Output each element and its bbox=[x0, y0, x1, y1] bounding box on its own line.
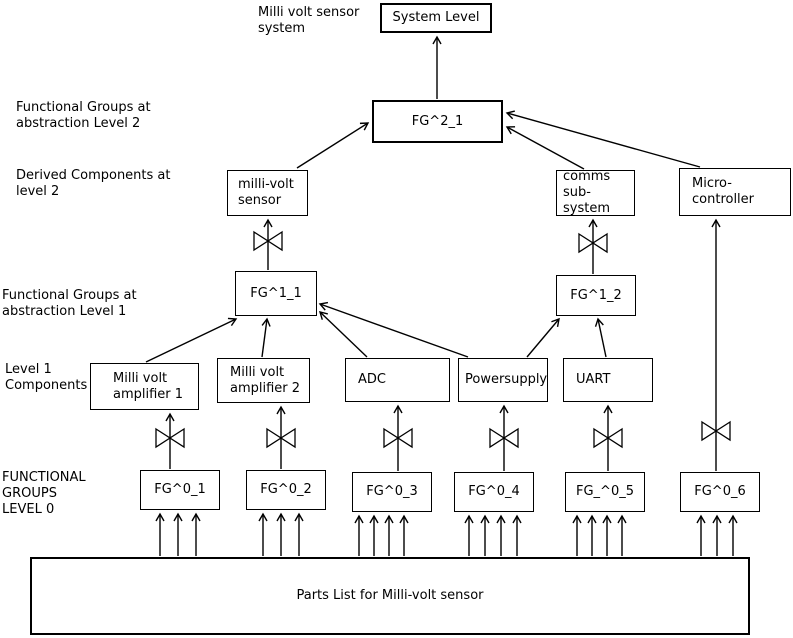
node-comms-subsystem: comms sub-system bbox=[556, 169, 635, 216]
bowtie-icon-uart bbox=[593, 427, 623, 449]
label-level1-components: Level 1 Components bbox=[5, 362, 88, 393]
bowtie-icon-micro bbox=[701, 420, 731, 442]
node-fg0-6: FG^0_6 bbox=[680, 472, 760, 512]
edge-psu-to-fg1_1 bbox=[318, 301, 469, 358]
bowtie-icon-psu bbox=[489, 427, 519, 449]
node-uart: UART bbox=[563, 358, 653, 402]
bowtie-icon-comms bbox=[578, 232, 608, 254]
node-fg1-1: FG^1_1 bbox=[235, 271, 317, 316]
bowtie-icon-amp1 bbox=[155, 427, 185, 449]
bowtie-icon-amp2 bbox=[266, 427, 296, 449]
node-parts-list: Parts List for Milli-volt sensor bbox=[30, 557, 750, 635]
node-fg1-2: FG^1_2 bbox=[556, 275, 636, 316]
edge-amp2-to-fg1_1 bbox=[261, 317, 271, 358]
node-amplifier-2: Milli volt amplifier 2 bbox=[217, 358, 310, 403]
edge-psu-to-fg1_2 bbox=[526, 317, 560, 358]
node-system-level: System Level bbox=[380, 3, 492, 33]
bowtie-icon-sensor bbox=[253, 230, 283, 252]
node-powersupply: Powersupply bbox=[458, 358, 548, 402]
edge-uart-to-fg1_2 bbox=[594, 317, 607, 358]
label-functional-groups-l2: Functional Groups at abstraction Level 2 bbox=[16, 100, 151, 131]
label-functional-groups-l1: Functional Groups at abstraction Level 1 bbox=[2, 288, 137, 319]
edge-adc-to-fg1_1 bbox=[318, 311, 368, 358]
bowtie-icon-adc bbox=[383, 427, 413, 449]
node-fg0-2: FG^0_2 bbox=[246, 470, 326, 510]
node-fg0-4: FG^0_4 bbox=[454, 472, 534, 512]
node-millivolt-sensor: milli-volt sensor bbox=[227, 170, 308, 216]
label-derived-components-l2: Derived Components at level 2 bbox=[16, 168, 171, 199]
label-functional-groups-l0: FUNCTIONAL GROUPS LEVEL 0 bbox=[2, 470, 86, 517]
node-fg0-1: FG^0_1 bbox=[140, 470, 220, 510]
edge-comms-to-fg2_1 bbox=[505, 126, 585, 170]
edge-sensor-to-fg2_1 bbox=[296, 122, 370, 169]
node-adc: ADC bbox=[345, 358, 450, 402]
node-amplifier-1: Milli volt amplifier 1 bbox=[90, 363, 199, 410]
label-system-note: Milli volt sensor system bbox=[258, 5, 360, 36]
node-micro-controller: Micro- controller bbox=[679, 168, 791, 216]
node-fg0-5: FG_^0_5 bbox=[565, 472, 645, 512]
node-fg0-3: FG^0_3 bbox=[352, 472, 432, 512]
edge-micro-to-fg2_1 bbox=[505, 110, 701, 168]
node-fg2-1: FG^2_1 bbox=[372, 100, 503, 143]
edge-amp1-to-fg1_1 bbox=[145, 317, 238, 363]
